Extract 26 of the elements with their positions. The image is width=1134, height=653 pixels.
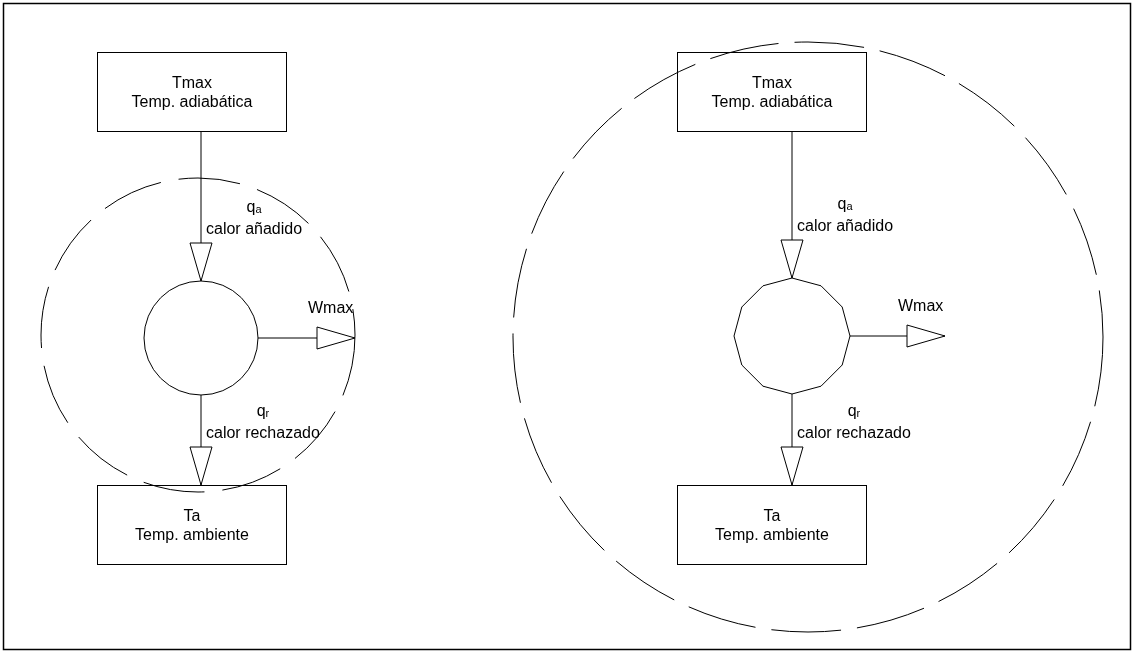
box-label: Temp. ambiente [135, 525, 249, 544]
arrow [780, 131, 804, 279]
arrow [257, 326, 356, 350]
edge-label: q$_{r}$ calor rechazado [797, 401, 911, 442]
temperature-box [97, 52, 287, 132]
edge-label: q$_{a}$ calor añadido [797, 194, 894, 235]
engine-circle [142, 279, 260, 397]
box-label: Temp. ambiente [715, 525, 829, 544]
temperature-box [97, 485, 287, 565]
edge-label: q$_{r}$ calor rechazado [206, 401, 320, 442]
arrow [189, 131, 213, 282]
edge-label: Wmax [308, 298, 354, 317]
arrow [780, 393, 804, 486]
box-label: Tmax [752, 73, 792, 92]
box-label: Ta [763, 506, 781, 525]
box-label: Temp. adiabática [711, 92, 833, 111]
box-label: Tmax [172, 73, 212, 92]
box-label: Ta [183, 506, 201, 525]
arrow [849, 324, 946, 348]
temperature-box [677, 485, 867, 565]
engine-polygon [732, 276, 852, 396]
arrow [189, 394, 213, 486]
edge-label: Wmax [898, 296, 944, 315]
edge-label: q$_{a}$ calor añadido [206, 197, 303, 238]
box-label: Temp. adiabática [131, 92, 253, 111]
temperature-box [677, 52, 867, 132]
